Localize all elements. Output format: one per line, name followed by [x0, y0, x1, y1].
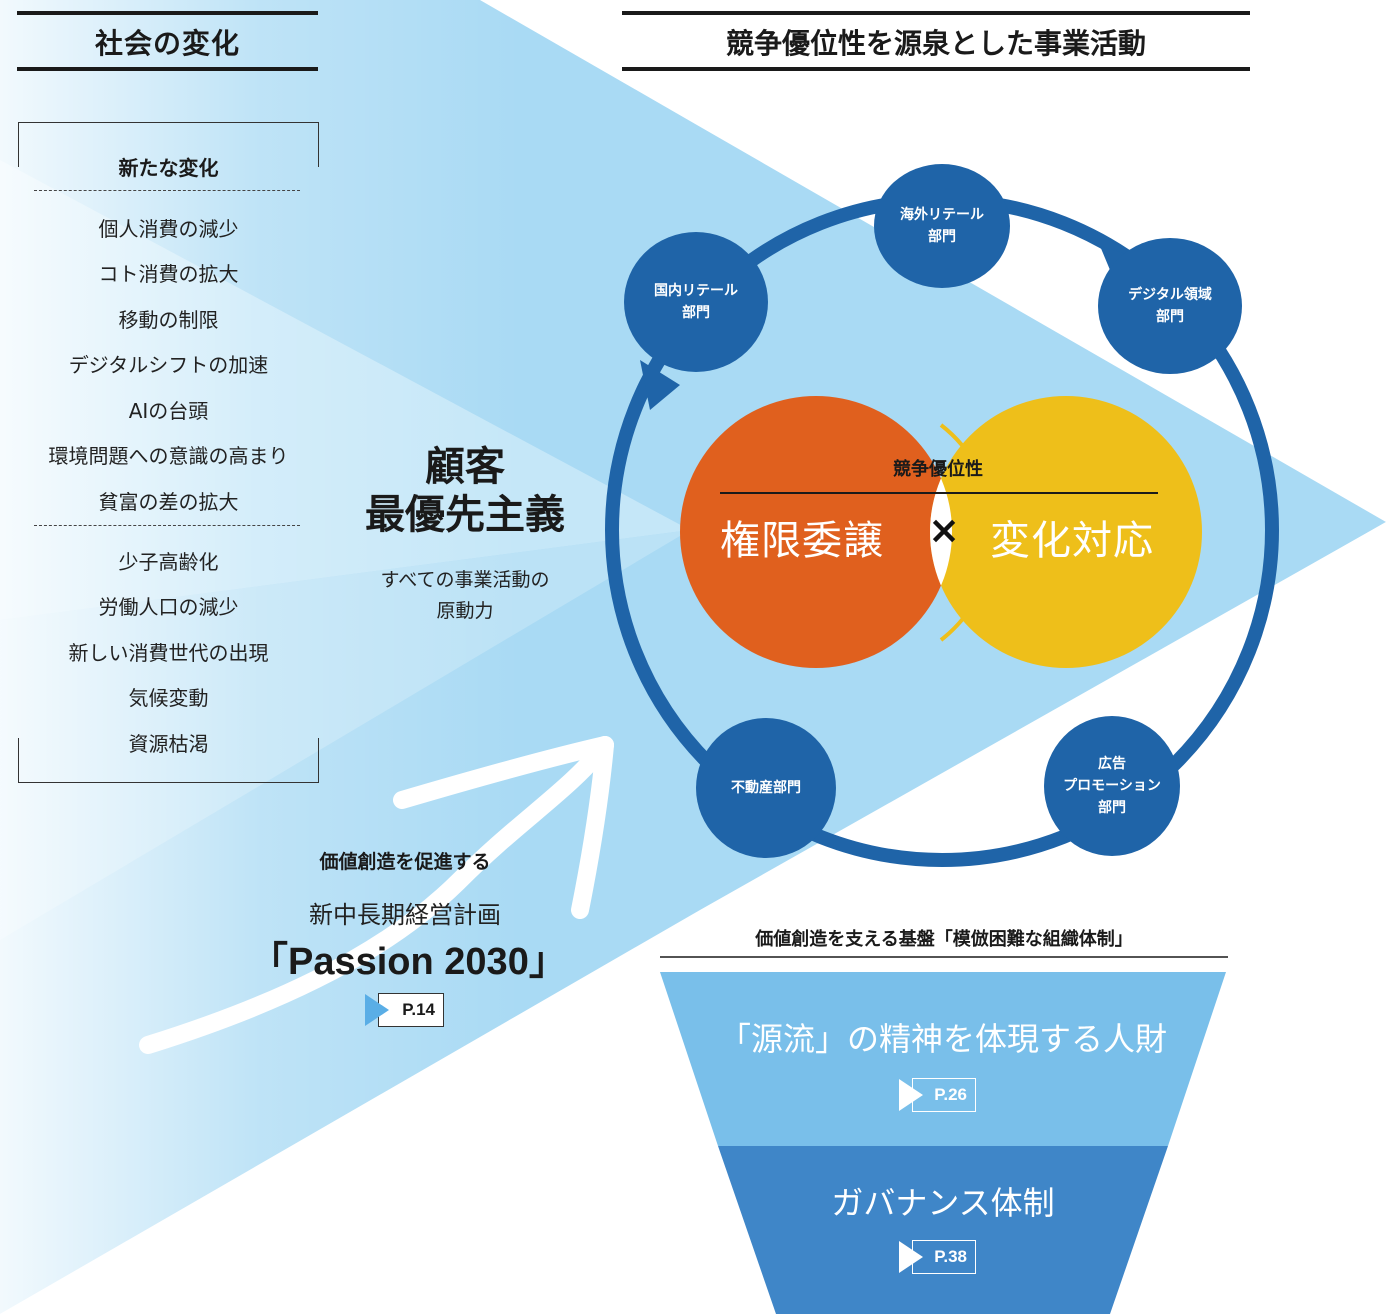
- right-title-topbar: [622, 11, 1250, 15]
- right-title-bottombar: [622, 67, 1250, 71]
- list-item: コト消費の拡大: [98, 262, 239, 286]
- growth-arrow: [139, 736, 614, 1054]
- list-bracket-bottom: [18, 738, 319, 783]
- customer-first-sub-line1: すべての事業活動の: [380, 569, 550, 591]
- list-bracket-top: [18, 122, 319, 167]
- play-arrow-icon: [899, 1079, 923, 1111]
- plan-name: 新中長期経営計画: [309, 901, 501, 929]
- list-item: AIの台頭: [128, 399, 209, 423]
- venn-right-label: 変化対応: [990, 518, 1154, 564]
- list-item: 気候変動: [128, 686, 209, 710]
- plan-page-link[interactable]: P.14: [365, 993, 444, 1027]
- customer-first-sub-line2: 原動力: [436, 600, 494, 622]
- list-item: 労働人口の減少: [98, 595, 239, 619]
- node-digital: デジタル領域部門: [1098, 238, 1242, 374]
- customer-first-line2: 最優先主義: [365, 492, 565, 538]
- new-changes-heading: 新たな変化: [118, 156, 219, 180]
- list-item: 移動の制限: [118, 308, 219, 332]
- customer-first-line1: 顧客: [425, 444, 505, 490]
- venn-yellow-circle: [930, 396, 1202, 668]
- venn-orange-circle: [680, 396, 952, 668]
- plan-title: 「Passion 2030」: [250, 941, 567, 983]
- page-number: P.14: [402, 1000, 435, 1019]
- list-item: 少子高齢化: [118, 550, 219, 574]
- page-number: P.26: [934, 1085, 967, 1104]
- node-overseas-retail: 海外リテール部門: [874, 164, 1010, 288]
- funnel-bottom-page-link[interactable]: P.38: [899, 1240, 976, 1274]
- funnel-bottom: [718, 1146, 1168, 1314]
- list-item: 環境問題への意識の高まり: [48, 444, 289, 468]
- value-creation-heading: 価値創造を促進する: [319, 851, 491, 873]
- node-domestic-retail: 国内リテール部門: [624, 232, 768, 372]
- list-item: デジタルシフトの加速: [68, 353, 269, 377]
- play-arrow-icon: [899, 1241, 923, 1273]
- society-change-title: 社会の変化: [94, 27, 240, 60]
- funnel-top-page-link[interactable]: P.26: [899, 1078, 976, 1112]
- list-item: 貧富の差の拡大: [98, 490, 239, 514]
- play-arrow-icon: [365, 994, 389, 1026]
- funnel-top-label: 「源流」の精神を体現する人財: [718, 1020, 1167, 1058]
- foundation-title: 価値創造を支える基盤「模倣困難な組織体制」: [755, 929, 1133, 950]
- funnel-top: [660, 972, 1226, 1146]
- competitive-advantage-label: 競争優位性: [893, 459, 983, 480]
- node-real-estate: 不動産部門: [696, 718, 836, 858]
- funnel-bottom-label: ガバナンス体制: [831, 1184, 1055, 1222]
- divider-top: [34, 190, 300, 191]
- list-item: 新しい消費世代の出現: [68, 641, 269, 665]
- left-title-topbar: [17, 11, 318, 15]
- page-number: P.38: [934, 1247, 967, 1266]
- list-item: 資源枯渇: [128, 732, 209, 756]
- business-activities-title: 競争優位性を源泉とした事業活動: [725, 27, 1146, 60]
- list-item: 個人消費の減少: [98, 217, 239, 241]
- left-title-bottombar: [17, 67, 318, 71]
- venn-cross: ×: [928, 508, 960, 552]
- node-advertising: 広告プロモーション部門: [1044, 716, 1180, 856]
- venn-left-label: 権限委譲: [720, 518, 884, 564]
- divider-bottom: [34, 525, 300, 526]
